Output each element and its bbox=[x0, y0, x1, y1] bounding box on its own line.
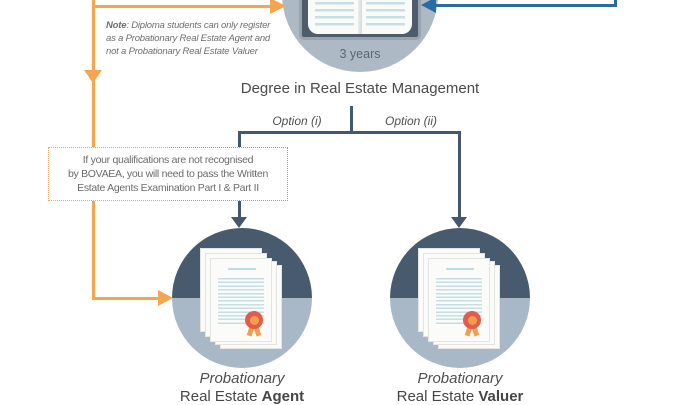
certificate-title-line bbox=[228, 268, 256, 270]
blue-flow-line-vertical bbox=[614, 0, 617, 7]
arrow-right-icon bbox=[270, 0, 286, 14]
orange-flow-line-to-degree bbox=[92, 5, 270, 8]
seal-icon bbox=[245, 311, 263, 337]
agent-name-label: Real Estate Agent bbox=[179, 388, 305, 405]
exam-requirement-text: If your qualifications are not recognise… bbox=[67, 154, 268, 194]
connector-branch-bar bbox=[238, 131, 461, 134]
exam-requirement-box: If your qualifications are not recognise… bbox=[48, 147, 288, 201]
certificate-front-sheet bbox=[428, 258, 490, 342]
book-pages-icon bbox=[308, 0, 412, 34]
arrow-down-icon bbox=[84, 70, 102, 83]
note-text: Note: Diploma students can only register… bbox=[106, 20, 271, 57]
book-text-lines bbox=[366, 0, 405, 26]
arrow-right-icon bbox=[158, 290, 173, 306]
valuer-qualifier-label: Probationary bbox=[417, 370, 503, 387]
orange-flow-line-to-agent bbox=[92, 297, 158, 300]
book-spine bbox=[358, 0, 362, 34]
certificate-front-sheet bbox=[210, 258, 272, 342]
option-ii-label: Option (ii) bbox=[384, 114, 437, 128]
seal-icon bbox=[463, 311, 481, 337]
connector-stem bbox=[350, 106, 353, 133]
valuer-name-label: Real Estate Valuer bbox=[396, 388, 524, 405]
arrow-left-icon bbox=[421, 0, 436, 13]
blue-flow-line bbox=[434, 4, 617, 7]
degree-title: Degree in Real Estate Management bbox=[240, 80, 480, 97]
duration-label: 3 years bbox=[339, 47, 381, 61]
arrow-down-icon bbox=[231, 217, 247, 228]
arrow-down-icon bbox=[451, 217, 467, 228]
note-label: Note bbox=[106, 20, 127, 31]
certificate-icon bbox=[414, 246, 514, 352]
agent-qualifier-label: Probationary bbox=[199, 370, 285, 387]
book-text-lines bbox=[315, 0, 354, 26]
certificate-title-line bbox=[446, 268, 474, 270]
option-i-label: Option (i) bbox=[272, 114, 322, 128]
certificate-icon bbox=[196, 246, 296, 352]
connector-leg-option2 bbox=[458, 131, 461, 217]
